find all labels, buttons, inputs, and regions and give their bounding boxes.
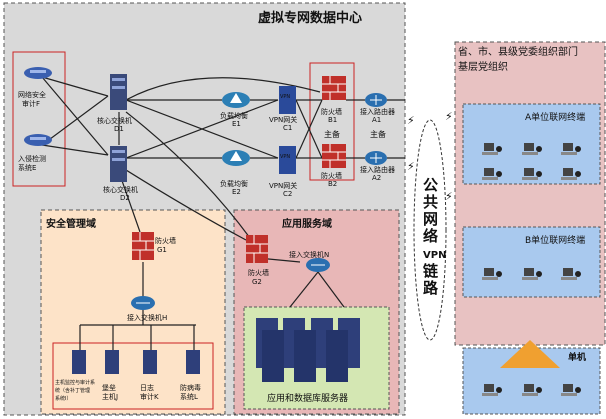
unit-b-box [462,226,601,298]
host-monitor-label3: 系统I） [55,395,71,402]
core-d1-id: D1 [114,125,124,133]
vpn-gateway-c2-icon: VPN [279,146,296,174]
lightning-a-icon: ⚡ [407,114,415,127]
svg-text:网: 网 [423,210,438,228]
switch-h-icon [131,296,155,310]
core-d2-id: D2 [120,194,130,202]
lb-e1-label: 负载均衡 [220,111,248,120]
fw-b2-label: 防火墙 [321,171,342,180]
audit-f-icon [24,67,52,79]
security-servers-box [52,342,214,410]
bastion-label2: 主机J [102,392,118,401]
svg-text:共: 共 [423,193,438,211]
org-region [454,41,606,346]
switch-n-icon [306,258,330,272]
ids-e-icon [24,134,52,146]
database-server-icons [256,318,360,382]
lightning-b-icon: ⚡ [407,160,415,173]
fw-g1-id: G1 [157,246,167,254]
router-a1-label: 接入路由器 [360,107,395,116]
org-title-line2: 基层党组织 [458,60,508,73]
fw-b2-id: B2 [328,180,337,188]
lightning-c-icon: ⚡ [445,110,453,123]
core-switch-d1-icon [110,74,127,110]
core-d1-label: 核心交换机 [97,116,132,125]
firewall-box [309,62,355,181]
audit-f-label2: 审计F [22,99,40,108]
log-audit-label: 日志 [140,383,154,392]
fw-g2-label: 防火墙 [248,268,269,277]
fw-g2-id: G2 [252,278,262,286]
vpn-c2-id: C2 [283,190,292,198]
links [41,76,405,350]
switch-h-label: 接入交换机H [127,313,167,322]
router-a2-label: 接入路由器 [360,165,395,174]
vpn-c1-label: VPN网关 [269,115,297,124]
firewall-b1-icon [322,76,346,100]
bastion-label: 堡垒 [102,383,116,392]
svg-text:路: 路 [423,279,439,297]
ids-e-label: 入侵检测 [18,154,46,163]
vpn-cloud-icon [413,119,447,341]
router-a1-icon [365,93,387,107]
load-balancer-e2-icon [222,150,250,166]
monitor-box [12,51,66,187]
load-balancer-e1-icon [222,92,250,108]
antivirus-label2: 系统L [180,392,198,401]
fw-standby-label: 主备 [324,129,340,139]
router-a1-id: A1 [372,116,381,124]
app-domain-label: 应用服务域 [282,217,332,230]
core-d2-label: 核心交换机 [103,185,138,194]
org-title-line1: 省、市、县级党委组织部门 [458,45,578,58]
vpn-c1-id: C1 [283,124,292,132]
app-servers-label: 应用和数据库服务器 [267,392,348,404]
log-audit-label2: 审计K [140,392,159,401]
host-monitor-label: 主机监控与审计系 [55,379,95,386]
router-standby-label: 主备 [370,129,386,139]
firewall-b2-icon [322,144,346,168]
svg-text:络: 络 [423,227,438,245]
router-a2-id: A2 [372,174,381,182]
security-domain-label: 安全管理域 [46,217,96,230]
switch-n-label: 接入交换机N [289,250,329,259]
svg-text:VPN: VPN [280,94,290,100]
antivirus-label: 防病毒 [180,383,201,392]
router-a2-icon [365,151,387,165]
ids-e-label2: 系统E [18,163,36,172]
audit-f-label: 网络安全 [18,90,46,99]
lb-e2-label: 负载均衡 [220,179,248,188]
fw-b1-label: 防火墙 [321,107,342,116]
lb-e2-id: E2 [232,188,241,196]
core-switch-d2-icon [110,146,127,182]
svg-text:VPN: VPN [423,250,446,261]
single-arrow-icon [500,340,560,368]
unit-b-label: B单位联网终端 [525,234,585,246]
host-monitor-label2: 统（含补丁管理 [55,387,90,394]
lb-e1-id: E1 [232,120,241,128]
single-label: 单机 [568,351,586,363]
unit-a-label: A单位联网终端 [525,111,585,123]
fw-b1-id: B1 [328,116,337,124]
firewall-g1-icon [132,232,154,260]
lightning-d-icon: ⚡ [445,190,453,203]
security-server-icons [72,350,200,374]
svg-text:公: 公 [423,176,438,194]
svg-text:VPN: VPN [280,154,290,160]
data-center-title: 虚拟专网数据中心 [258,10,362,26]
vpn-c2-label: VPN网关 [269,181,297,190]
svg-text:链: 链 [423,262,439,280]
firewall-g2-icon [246,235,268,263]
terminal-icons [482,143,581,396]
fw-g1-label: 防火墙 [155,236,176,245]
vpn-gateway-c1-icon: VPN [279,86,296,114]
